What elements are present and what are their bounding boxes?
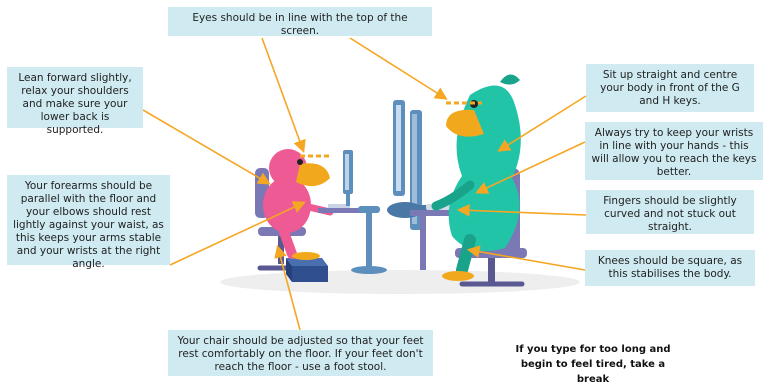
arrow-lean xyxy=(143,110,268,183)
pink-bird xyxy=(263,149,330,260)
note-lean: Lean forward slightly, relax your should… xyxy=(7,67,143,128)
note-lean-text: Lean forward slightly, relax your should… xyxy=(18,72,131,136)
break-tip-text: If you type for too long and begin to fe… xyxy=(516,344,671,385)
floor-shadow xyxy=(220,270,580,294)
note-wrists: Always try to keep your wrists in line w… xyxy=(585,122,763,180)
note-eyes-text: Eyes should be in line with the top of t… xyxy=(192,12,407,37)
arrow-eyes-left xyxy=(262,38,303,150)
note-sit-up: Sit up straight and centre your body in … xyxy=(586,64,754,112)
note-sit-up-text: Sit up straight and centre your body in … xyxy=(600,69,740,107)
break-tip: If you type for too long and begin to fe… xyxy=(498,338,688,375)
note-knees: Knees should be square, as this stabilis… xyxy=(585,250,755,286)
foot-stool xyxy=(286,258,328,282)
green-bird-monitor xyxy=(393,100,405,196)
note-forearms: Your forearms should be parallel with th… xyxy=(7,175,170,265)
note-chair: Your chair should be adjusted so that yo… xyxy=(168,330,433,376)
note-eyes: Eyes should be in line with the top of t… xyxy=(168,7,432,36)
note-chair-text: Your chair should be adjusted so that yo… xyxy=(177,335,423,373)
note-wrists-text: Always try to keep your wrists in line w… xyxy=(592,127,757,178)
arrow-knees xyxy=(470,250,585,270)
arrow-eyes-right xyxy=(350,38,445,98)
note-forearms-text: Your forearms should be parallel with th… xyxy=(13,180,164,270)
note-fingers-text: Fingers should be slightly curved and no… xyxy=(603,195,737,233)
pink-bird-monitor xyxy=(343,150,353,206)
note-fingers: Fingers should be slightly curved and no… xyxy=(586,190,754,234)
note-knees-text: Knees should be square, as this stabilis… xyxy=(598,255,742,280)
